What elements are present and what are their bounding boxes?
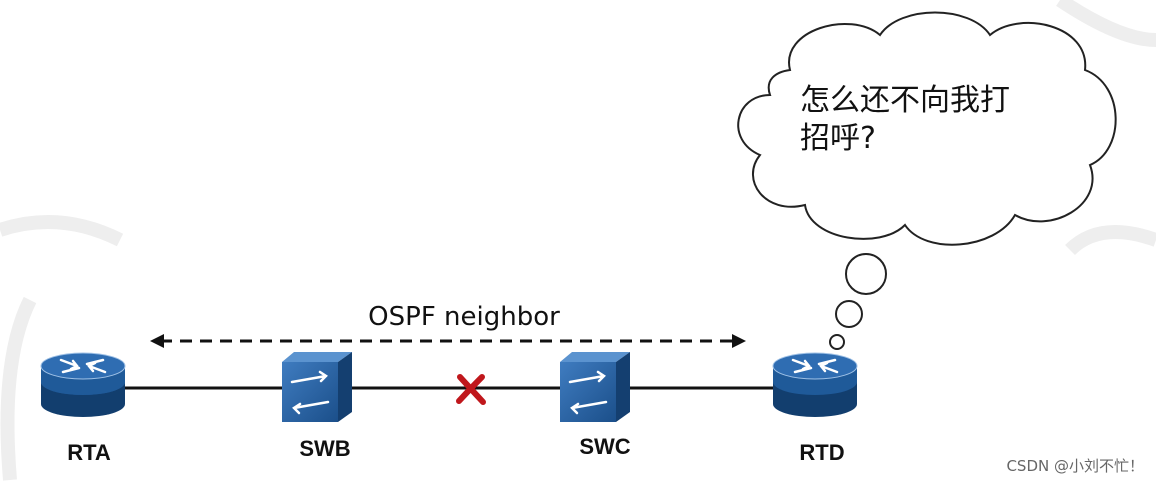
thought-line-2: 招呼? <box>800 121 876 156</box>
node-label-rtd: RTD <box>799 440 845 465</box>
thought-cloud <box>737 11 1117 350</box>
ospf-neighbor-label: OSPF neighbor <box>368 302 560 332</box>
thought-text: 怎么还不向我打 招呼? <box>800 82 1050 158</box>
watermark: CSDN @小刘不忙！ <box>1006 457 1144 475</box>
ospf-neighbor-arrow <box>150 334 746 348</box>
router-rta-icon <box>40 352 126 417</box>
node-label-swc: SWC <box>579 434 631 459</box>
thought-line-1: 怎么还不向我打 <box>800 83 1010 118</box>
node-label-rta: RTA <box>67 440 111 465</box>
red-x-icon <box>456 374 486 405</box>
node-label-swb: SWB <box>299 436 351 461</box>
arrowhead-left-icon <box>150 334 164 348</box>
arrowhead-right-icon <box>732 334 746 348</box>
router-rtd-icon <box>772 352 858 417</box>
switch-swc-icon <box>560 352 630 422</box>
switch-swb-icon <box>282 352 352 422</box>
